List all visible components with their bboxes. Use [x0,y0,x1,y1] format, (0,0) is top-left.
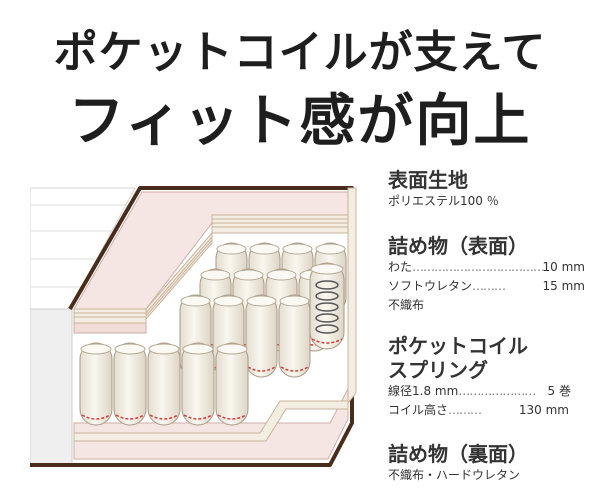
pocket-coil [215,342,249,426]
spec-value: 15 mm [542,279,585,293]
spec-line: 不織布 [388,296,593,315]
mattress-outer-body [30,187,136,465]
spec-leader: ………………… [458,384,536,398]
spec-value: 130 mm [518,403,569,417]
spec-value: 5 巻 [547,384,571,398]
spec-label: 不織布・ハードウレタン [388,468,521,482]
spec-label: ポリエステル100 ％ [388,194,499,208]
spec-line: ソフトウレタン……… 15 mm [388,277,593,296]
spec-title: ポケットコイル [388,334,528,358]
mattress-cutaway-illustration [30,186,357,467]
headline-line-2: フィット感が向上 [68,89,532,154]
pocket-coil [278,294,311,378]
spec-line: ポリエステル100 ％ [388,192,593,211]
foam-layers-edge [73,187,357,405]
spec-label: コイル高さ [388,403,449,417]
pocket-coil [79,342,113,426]
spec-surface-fabric: 表面生地 ポリエステル100 ％ [388,168,593,211]
spec-line: わた……………………………… 10 mm [388,258,593,277]
spec-pocket-coil: ポケットコイル スプリング 線径1.8 mm………………… 5 巻 コイル高さ…… [388,334,593,420]
spec-leader: ……………………………… [412,260,545,274]
spec-line: 線径1.8 mm………………… 5 巻 [388,382,593,401]
pocket-coil [113,342,147,426]
spec-label: ソフトウレタン [388,279,473,293]
spec-title: 表面生地 [388,168,468,192]
spec-top-filling: 詰め物（表面） わた……………………………… 10 mm ソフトウレタン……… … [388,234,593,315]
spec-label: 線径1.8 mm [388,384,459,398]
bottom-foam-step [73,400,349,442]
pocket-coil [309,262,345,350]
spec-title: 詰め物（裏面） [388,442,528,466]
spec-line: 不織布・ハードウレタン [388,466,593,485]
spec-title: 詰め物（表面） [388,234,528,258]
spec-line: コイル高さ……… 130 mm [388,401,593,420]
pocket-coil [147,342,181,426]
spec-value: 10 mm [542,260,585,274]
spec-leader: ……… [472,279,506,293]
spec-bottom-filling: 詰め物（裏面） 不織布・ハードウレタン [388,442,593,485]
spec-leader: ……… [448,403,482,417]
spec-title: スプリング [388,358,488,382]
spec-label: わた [388,260,413,274]
pocket-coil [181,342,215,426]
headline-line-1: ポケットコイルが支えて [53,27,547,78]
pocket-coil-array [79,242,347,426]
pocket-coil [245,294,278,378]
spec-label: 不織布 [388,298,425,312]
